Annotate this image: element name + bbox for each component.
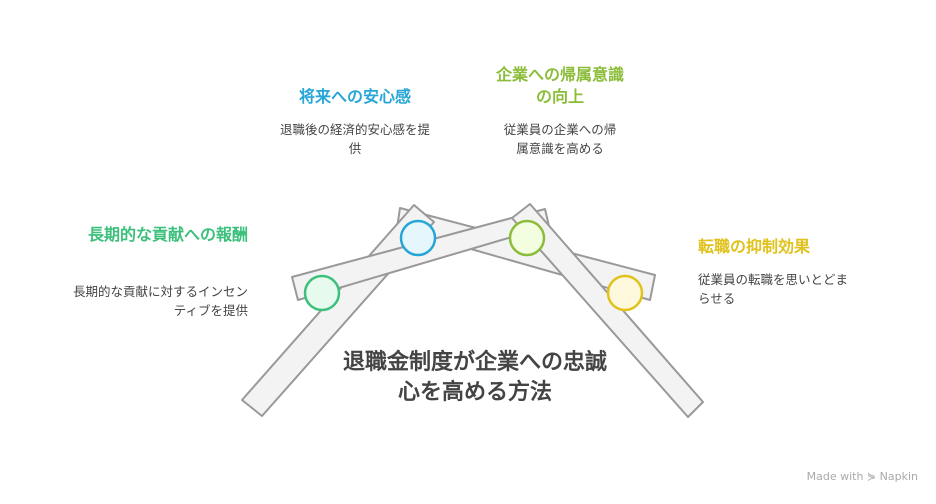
node-circle	[399, 219, 437, 257]
napkin-watermark: Made with ⋟ Napkin	[806, 470, 918, 483]
item-title-retention: 転職の抑制効果	[698, 237, 811, 256]
bar-right-long	[511, 203, 704, 418]
item-desc-reward: 長期的な貢献に対するインセンティブを提供	[72, 284, 248, 318]
item-title-reward: 長期的な貢献への報酬	[87, 225, 248, 244]
item-desc-security: 退職後の経済的安心感を提供	[280, 122, 431, 156]
item-title-security: 将来への安心感	[298, 87, 411, 106]
node-circle	[303, 274, 341, 312]
item-desc-belonging: 従業員の企業への帰属意識を高める	[503, 122, 617, 156]
item-title-belonging: 企業への帰属意識の向上	[495, 65, 624, 106]
node-circle	[606, 274, 644, 312]
main-title: 退職金制度が企業への忠誠心を高める方法	[342, 350, 607, 405]
node-circle	[508, 219, 546, 257]
item-desc-retention: 従業員の転職を思いとどまらせる	[698, 272, 849, 306]
